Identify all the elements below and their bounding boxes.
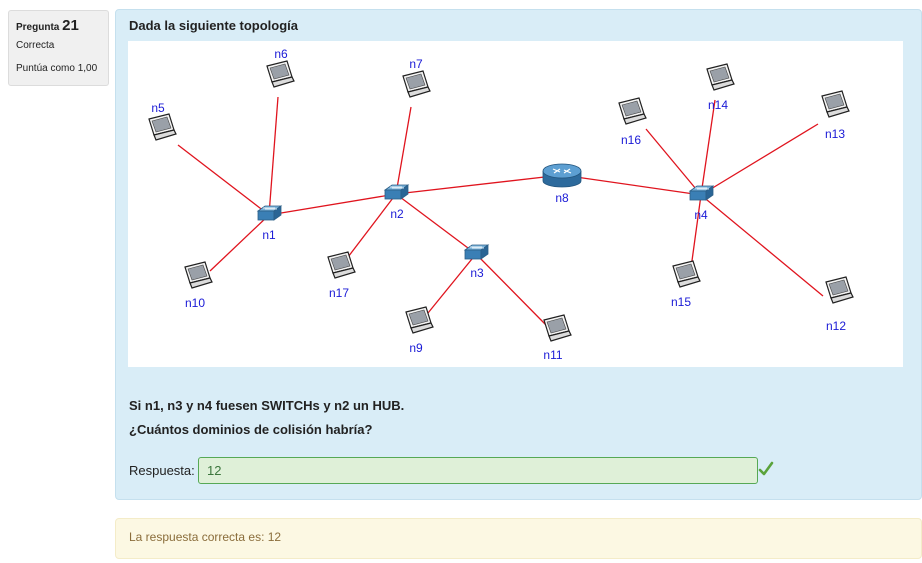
answer-label: Respuesta: <box>129 463 195 478</box>
question-info-panel: Pregunta 21 Correcta Puntúa como 1,00 <box>8 10 109 86</box>
link-n4-n16 <box>645 128 702 196</box>
link-n2-n8 <box>395 174 563 195</box>
node-label-n15: n15 <box>671 295 691 309</box>
question-number: Pregunta 21 <box>16 17 101 34</box>
node-label-n7: n7 <box>409 57 423 71</box>
question-number-value: 21 <box>62 17 79 34</box>
question-title: Dada la siguiente topología <box>129 18 299 33</box>
node-label-n5: n5 <box>151 101 165 115</box>
laptop-icon <box>543 314 572 342</box>
link-n4-n15 <box>690 194 702 269</box>
laptop-icon <box>405 306 434 334</box>
node-label-n11: n11 <box>543 348 562 362</box>
question-number-label: Pregunta <box>16 22 60 33</box>
node-label-n8: n8 <box>555 191 569 205</box>
switch-icon <box>256 205 283 221</box>
router-icon <box>542 163 582 188</box>
question-grade: Puntúa como 1,00 <box>16 63 98 74</box>
link-n2-n3 <box>395 193 477 255</box>
node-label-n1: n1 <box>262 228 276 242</box>
link-n2-n7 <box>395 106 412 195</box>
topology-svg: n1 n2 n3 n4 n5 n6 n7 n8 n9 n10 n11 n12 n13 n14 n15 n16 n… <box>148 47 854 362</box>
laptop-icon <box>825 276 854 304</box>
link-n4-n14 <box>700 99 716 196</box>
laptop-icon <box>618 97 647 125</box>
link-n4-n13 <box>700 123 819 196</box>
link-n8-n4 <box>561 174 702 196</box>
node-label-n12: n12 <box>826 319 846 333</box>
laptop-icon <box>402 70 431 98</box>
question-state: Correcta <box>16 40 55 51</box>
link-n1-n10 <box>209 214 270 272</box>
laptop-icon <box>706 63 735 91</box>
link-n1-n6 <box>268 96 279 216</box>
link-n2-n17 <box>344 193 397 262</box>
check-icon <box>758 461 774 476</box>
question-formulation: Dada la siguiente topología n1 n2 n3 n4 n5 n6… <box>115 9 922 500</box>
question-prompt: ¿Cuántos dominios de colisión habría? <box>129 422 373 437</box>
link-n1-n5 <box>177 144 270 216</box>
switch-icon <box>383 184 410 200</box>
switch-icon <box>463 244 490 260</box>
laptop-icon <box>148 113 177 141</box>
node-label-n9: n9 <box>409 341 423 355</box>
node-label-n17: n17 <box>329 286 349 300</box>
node-label-n10: n10 <box>185 296 205 310</box>
topology-diagram: n1 n2 n3 n4 n5 n6 n7 n8 n9 n10 n11 n12 n13 n14 n15 n16 n… <box>128 41 903 367</box>
link-n3-n11 <box>475 253 547 326</box>
laptop-icon <box>184 261 213 289</box>
answer-field[interactable]: 12 <box>198 457 758 484</box>
link-n1-n2 <box>268 193 397 216</box>
node-label-n16: n16 <box>621 133 641 147</box>
node-label-n14: n14 <box>708 98 728 112</box>
switch-icon <box>688 185 715 201</box>
node-label-n4: n4 <box>694 208 708 222</box>
laptop-icon <box>327 251 356 279</box>
link-n3-n9 <box>427 253 477 314</box>
question-statement: Si n1, n3 y n4 fuesen SWITCHs y n2 un HU… <box>129 398 405 413</box>
correct-answer-text: La respuesta correcta es: 12 <box>129 530 282 544</box>
laptop-icon <box>672 260 701 288</box>
node-label-n3: n3 <box>470 266 484 280</box>
laptop-icon <box>266 60 295 88</box>
laptop-icon <box>821 90 850 118</box>
link-n4-n12 <box>700 194 824 297</box>
feedback-panel: La respuesta correcta es: 12 <box>115 518 922 559</box>
node-label-n2: n2 <box>390 207 404 221</box>
node-label-n13: n13 <box>825 127 845 141</box>
node-label-n6: n6 <box>274 47 288 61</box>
